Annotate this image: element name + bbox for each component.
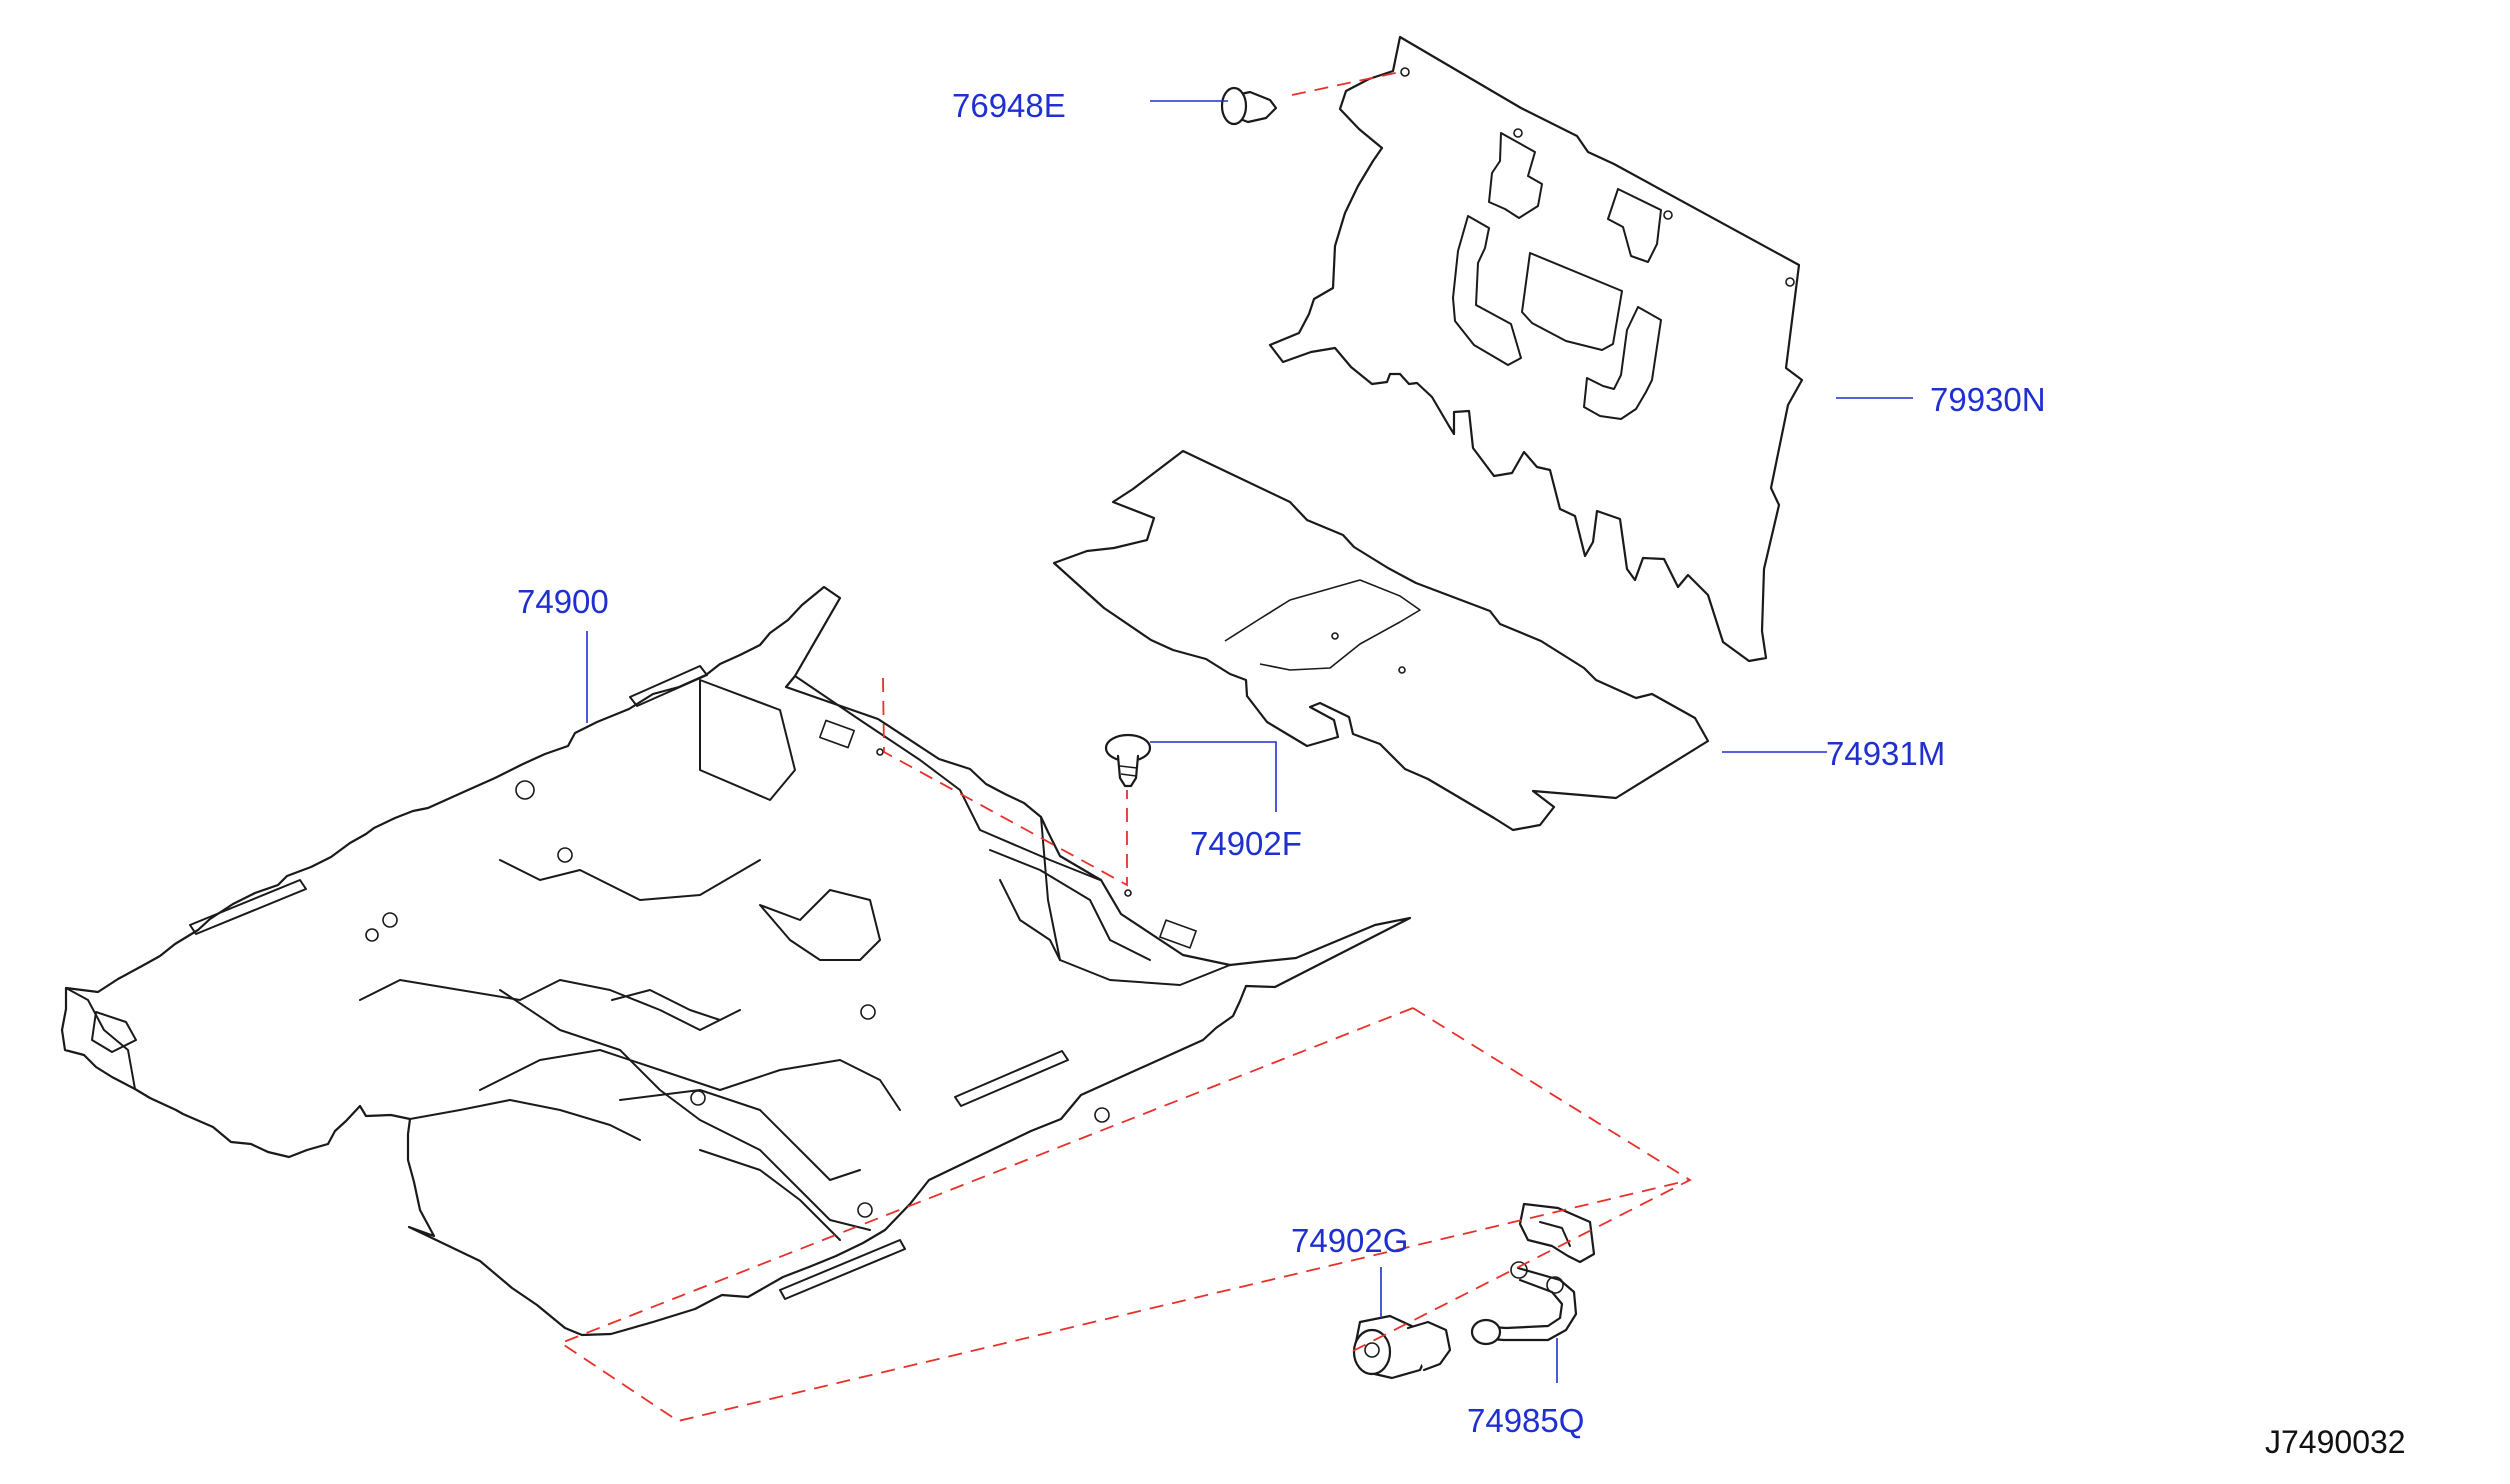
label-74900: 74900 <box>517 583 609 620</box>
floor-carpet[interactable] <box>60 585 1412 1337</box>
label-74931m: 74931M <box>1826 735 1945 772</box>
clip-74902g-icon[interactable] <box>1352 1314 1452 1380</box>
label-79930n: 79930N <box>1930 381 2046 418</box>
dashed-guides <box>559 71 1692 1422</box>
hook-74985q-icon[interactable] <box>1470 1202 1596 1346</box>
clip-74902f-icon[interactable] <box>1104 733 1152 788</box>
label-74902f: 74902F <box>1190 825 1302 862</box>
label-74985q: 74985Q <box>1467 1402 1584 1439</box>
clip-76948e-icon[interactable] <box>1220 86 1278 126</box>
label-76948e: 76948E <box>952 87 1066 124</box>
leader-lines <box>586 100 1913 1383</box>
label-74902g: 74902G <box>1291 1222 1408 1259</box>
rear-insulator-panel[interactable] <box>1268 35 1804 663</box>
diagram-code: J7490032 <box>2265 1424 2406 1460</box>
floor-insulator[interactable] <box>1052 449 1710 832</box>
